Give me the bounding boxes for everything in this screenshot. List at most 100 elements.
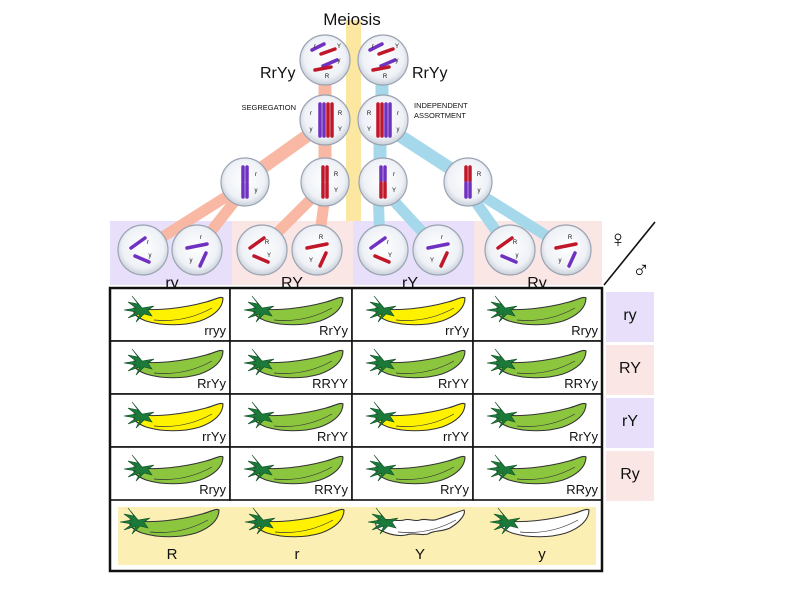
chromosome xyxy=(318,251,328,268)
calyx xyxy=(123,348,155,376)
pea-pod xyxy=(365,401,466,432)
legend-label: R xyxy=(167,546,178,563)
legend-pea-pod xyxy=(244,507,345,538)
pod-body xyxy=(253,402,344,432)
punnett-cell: rryy xyxy=(109,287,231,342)
pod-body xyxy=(496,296,587,326)
pod-body xyxy=(253,455,344,485)
cell-membrane xyxy=(171,224,223,276)
legend-item: Y xyxy=(367,507,465,563)
chromosome xyxy=(496,236,514,250)
male-gamete-label: RY xyxy=(619,360,641,377)
pod-seam xyxy=(516,307,576,321)
pea-pod xyxy=(486,295,587,326)
pod-seam xyxy=(153,466,213,480)
pod-body xyxy=(129,508,220,538)
pod-seam xyxy=(273,307,333,321)
cell-membrane xyxy=(236,224,288,276)
pod-body xyxy=(496,349,587,379)
chromosome xyxy=(426,242,450,250)
calyx xyxy=(119,507,151,535)
punnett-cell: Rryy xyxy=(472,287,603,342)
chromosome-label: R xyxy=(338,111,343,117)
cell-membrane xyxy=(443,157,493,207)
chromosome xyxy=(371,65,391,72)
pod-body xyxy=(496,455,587,485)
male-gamete-label: rY xyxy=(622,413,638,430)
pod-seam xyxy=(516,413,576,427)
pod-body xyxy=(375,402,466,432)
chromosome xyxy=(129,236,147,250)
legend-pea-pod xyxy=(367,507,465,537)
chromosome-label: y xyxy=(396,58,399,64)
pea-pod xyxy=(123,401,224,432)
genotype-label: RRYy xyxy=(314,482,348,497)
pod-body xyxy=(499,508,590,538)
chromosome-label: R xyxy=(319,235,324,241)
chromosome-label: y xyxy=(559,258,562,264)
calyx xyxy=(365,348,397,376)
pod-seam xyxy=(516,360,576,374)
legend-item: r xyxy=(244,507,345,563)
chromosome-label: R xyxy=(325,74,330,80)
pea-pod xyxy=(365,295,466,326)
male-band-Ry xyxy=(606,451,654,501)
calyx xyxy=(365,454,397,482)
genotype-label: RrYY xyxy=(317,429,348,444)
chromosome-label: Y xyxy=(309,258,313,264)
calyx xyxy=(486,348,518,376)
pod-body xyxy=(253,296,344,326)
chromosome-label: r xyxy=(372,44,374,50)
calyx xyxy=(365,401,397,429)
pod-seam xyxy=(397,519,457,533)
cell-membrane xyxy=(357,34,409,86)
pod-seam xyxy=(519,519,579,533)
female-symbol: ♀ xyxy=(609,226,627,253)
chromosome-label: Y xyxy=(430,258,434,264)
pea-pod xyxy=(123,454,224,485)
cell-membrane xyxy=(299,34,351,86)
pea-pod xyxy=(486,401,587,432)
pod-seam xyxy=(395,307,455,321)
chromosome xyxy=(252,254,270,264)
legend-item: y xyxy=(489,507,590,563)
pod-body xyxy=(375,455,466,485)
chromosome-label: y xyxy=(478,188,481,194)
chromosome-label: R xyxy=(383,74,388,80)
cell: RY xyxy=(300,157,350,207)
cell-membrane xyxy=(357,224,409,276)
pod-seam xyxy=(273,360,333,374)
assortment-label: ASSORTMENT xyxy=(414,111,466,120)
punnett-cell: RrYY xyxy=(351,340,474,395)
pea-pod xyxy=(243,454,344,485)
pod-seam xyxy=(273,413,333,427)
calyx xyxy=(243,348,275,376)
pea-pod xyxy=(123,295,224,326)
genotype-label: Rryy xyxy=(571,323,598,338)
chromosome-label: y xyxy=(310,127,313,133)
punnett-cell: RrYy xyxy=(109,340,231,395)
genotype-label: rrYy xyxy=(202,429,226,444)
calyx xyxy=(123,401,155,429)
pod-body xyxy=(375,296,466,326)
genotype-label: RrYY xyxy=(438,376,469,391)
pod-body xyxy=(254,508,345,538)
pod-body xyxy=(375,349,466,379)
punnett-cell: Rryy xyxy=(109,446,231,501)
legend-label: y xyxy=(538,546,546,563)
genotype-label: rrYy xyxy=(445,323,469,338)
male-gamete-label: Ry xyxy=(620,466,640,483)
chromosome-label: Y xyxy=(395,44,399,50)
pod-seam xyxy=(153,307,213,321)
chromosome-label: y xyxy=(338,58,341,64)
parent-genotype-left: RrYy xyxy=(260,65,296,82)
cell-membrane xyxy=(412,224,464,276)
cell: ry xyxy=(171,224,223,276)
male-band-RY xyxy=(606,345,654,395)
chromosome xyxy=(379,58,397,68)
pod-seam xyxy=(395,413,455,427)
pea-pod xyxy=(486,348,587,379)
calyx xyxy=(486,401,518,429)
